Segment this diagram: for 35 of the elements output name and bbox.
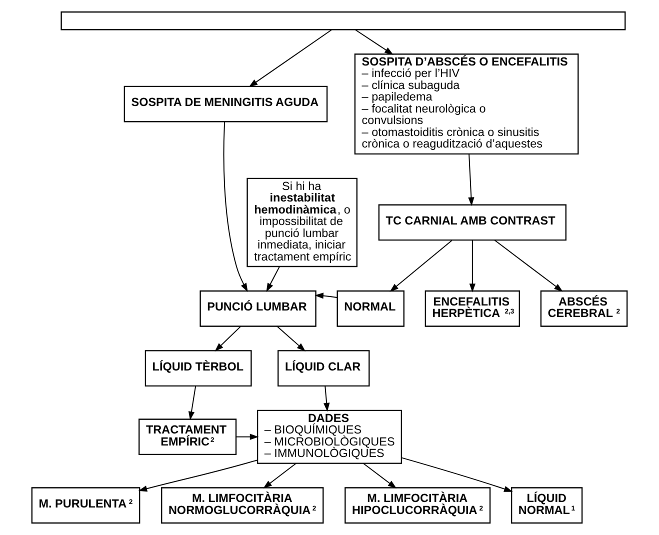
arrow <box>138 460 258 492</box>
arrow <box>324 386 330 412</box>
node-box: DADES – BIOQUÍMIQUES – MICROBIOLÒGIQUES – IMMUNOLÒGIQUES <box>256 410 402 464</box>
arrow <box>355 29 394 55</box>
node-box: PUNCIÓ LUMBAR <box>200 290 316 327</box>
arrow <box>188 386 196 420</box>
arrow <box>469 240 476 292</box>
node-box: ABSCÉS CEREBRAL$^{2}$ <box>540 290 628 327</box>
arrow <box>362 462 397 489</box>
arrow <box>390 240 452 292</box>
arrow <box>468 154 474 206</box>
node-box: LÍQUID CLAR <box>278 350 370 387</box>
arrow <box>223 121 248 292</box>
node-box: LÍQUID TÈRBOL <box>144 350 252 387</box>
node-box: ENCEFALITIS HERPÈTICA $^{2,3}$ <box>424 290 520 327</box>
node-box: TC CARNIAL AMB CONTRAST <box>378 204 566 241</box>
arrow <box>263 462 297 489</box>
node-box: M. LIMFOCITÀRIA NORMOGLUCORRÀQUIA$^{2}$ <box>161 487 324 524</box>
node-box: Si hi ha inestabilitat hemodinàmica, o impossibilitat de punció lumbar inmediata, iniciar tractament empíric <box>246 178 358 268</box>
node-box: SOSPITA D’ABSCÉS O ENCEFALITIS – infecció per l’HIV – clínica subaguda – papiledema – focalitat neurològica o convulsions – otomastoiditis crònica o sinusitis crònica o reagudització d’aquestes <box>354 54 579 155</box>
node-box: TRACTAMENT EMPÍRIC$^{2}$ <box>138 418 237 456</box>
node-box: SOSPITA DE MENINGITIS AGUDA <box>124 86 328 122</box>
arrow <box>214 326 242 352</box>
arrow <box>494 240 563 292</box>
arrow <box>266 266 280 292</box>
node-box: NORMAL <box>336 290 404 327</box>
node-box <box>60 11 626 30</box>
node-box: M. LIMFOCITÀRIA HIPOCLUCORRÀQUIA$^{2}$ <box>344 487 491 524</box>
arrow <box>236 434 259 440</box>
arrow <box>401 457 513 492</box>
arrow <box>248 29 332 88</box>
node-box: LÍQUID NORMAL$^{1}$ <box>510 487 583 524</box>
node-box: M. PURULENTA$^{2}$ <box>31 487 140 524</box>
arrow <box>276 326 306 352</box>
arrow <box>314 292 338 299</box>
